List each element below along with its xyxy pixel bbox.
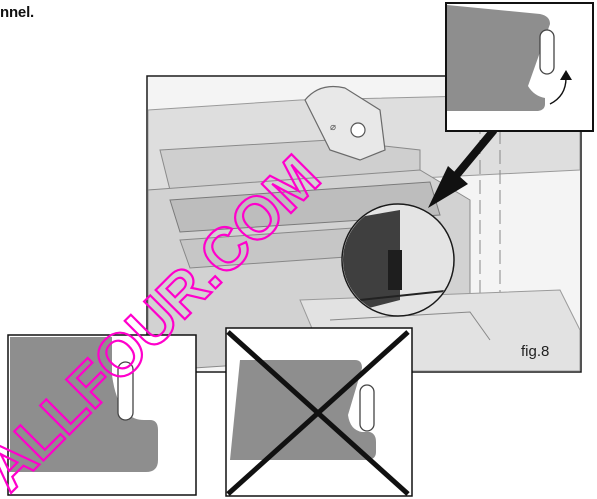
figure-label: fig.8	[521, 343, 550, 360]
inset-detail-incorrect	[225, 327, 413, 497]
diagonal-arrow-icon	[428, 127, 498, 208]
curved-arrow-icon	[549, 70, 572, 105]
inset-detail-correct	[7, 334, 197, 496]
inset-detail-top	[445, 2, 594, 132]
svg-text:⌀: ⌀	[330, 122, 336, 133]
heading-fragment: nnel.	[0, 4, 35, 21]
x-cross-icon	[226, 330, 410, 496]
magnifier-detail	[341, 203, 455, 317]
